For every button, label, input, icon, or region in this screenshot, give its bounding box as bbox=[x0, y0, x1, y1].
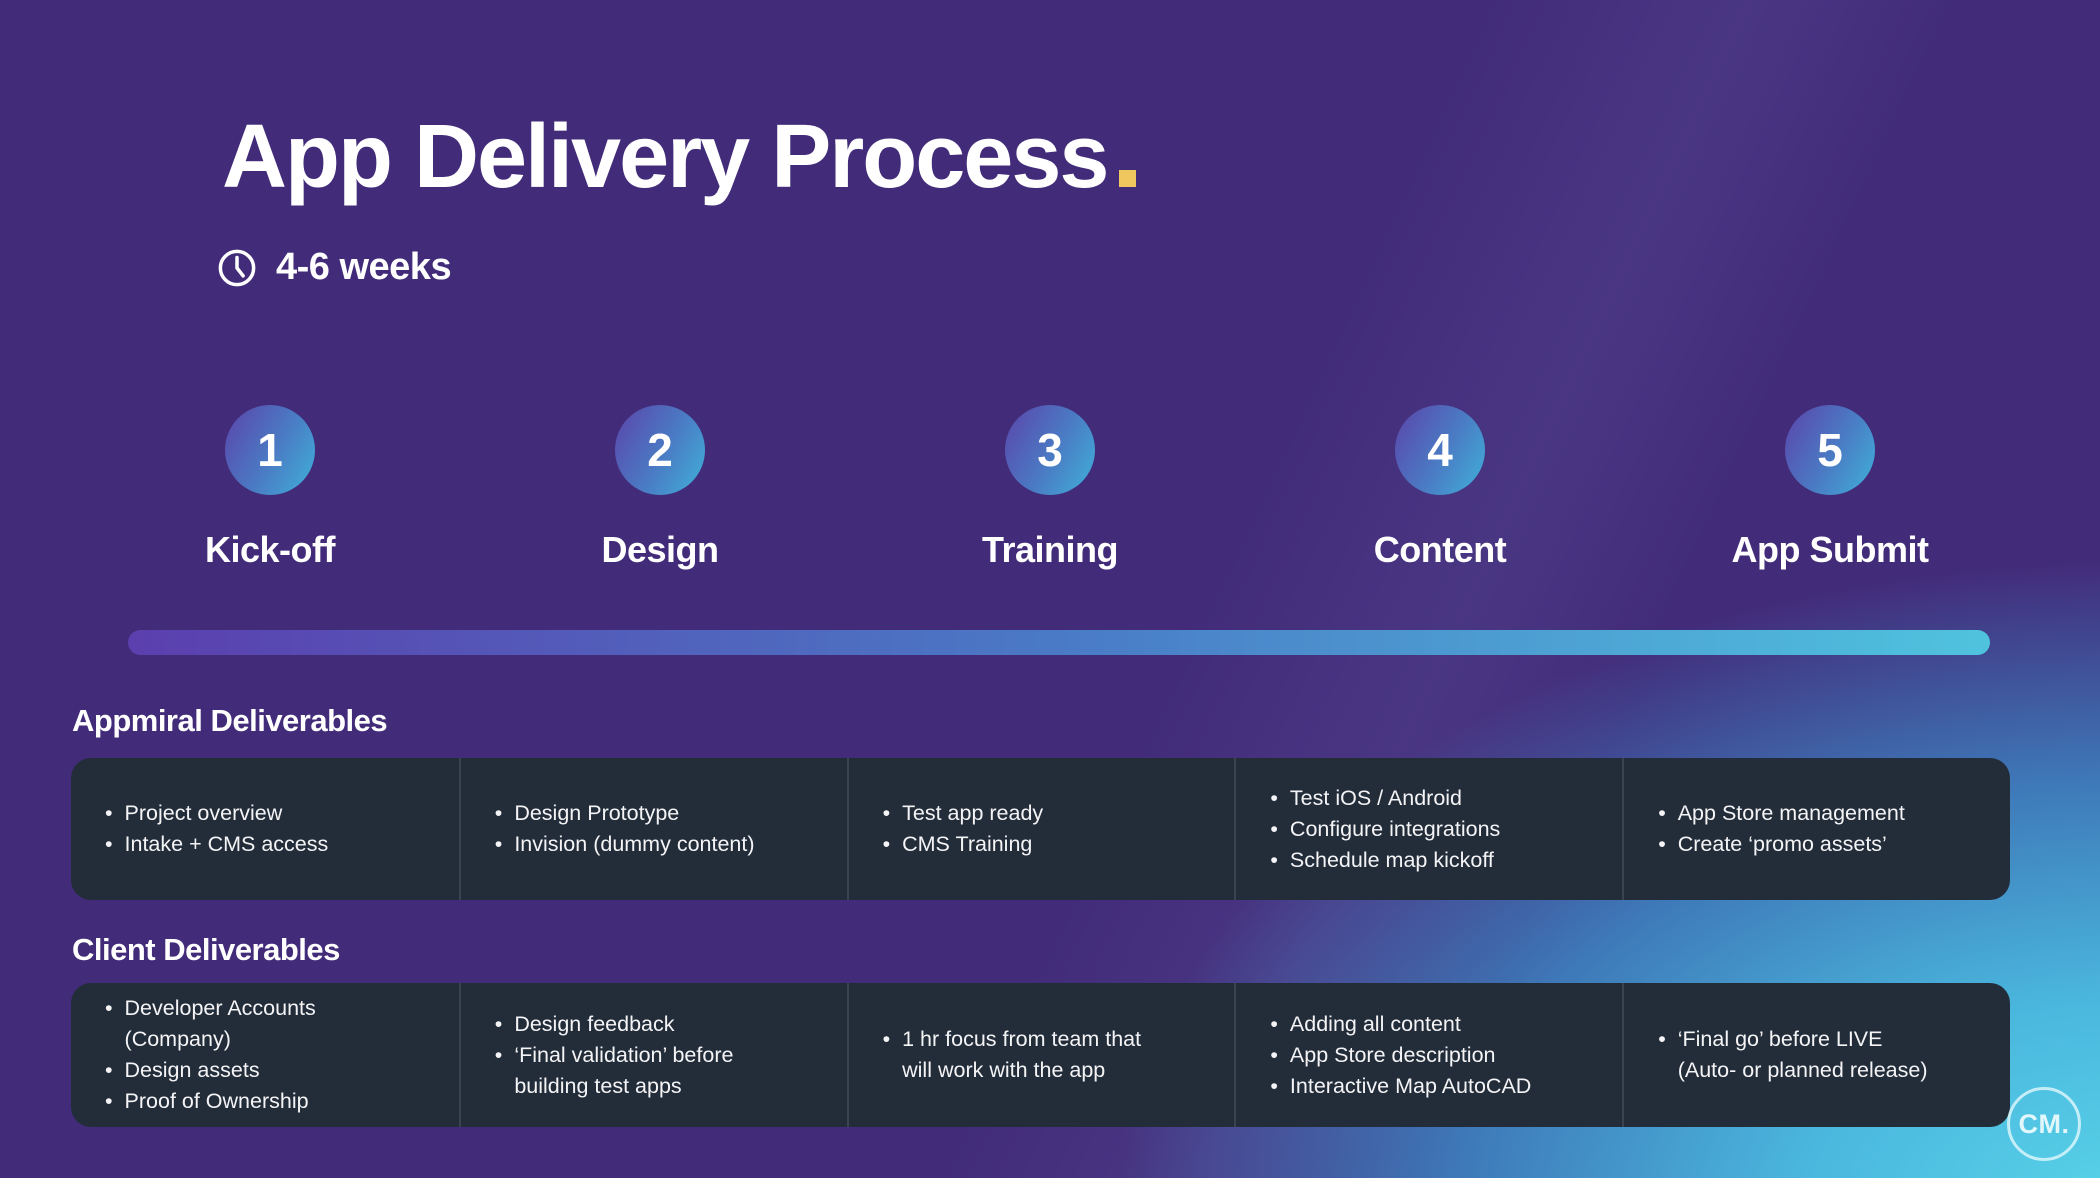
process-steps: 1 Kick-off 2 Design 3 Training 4 Content… bbox=[75, 405, 2025, 571]
bullet-item: CMS Training bbox=[883, 829, 1191, 860]
bullet-text: Invision (dummy content) bbox=[514, 832, 755, 856]
bullet-text: Project overview bbox=[124, 801, 283, 825]
bullet-item: App Store management bbox=[1658, 798, 1966, 829]
bullet-text: Test app ready bbox=[902, 801, 1044, 825]
bullet-item: Design Prototype bbox=[495, 798, 803, 829]
bullet-text: Interactive Map AutoCAD bbox=[1289, 1073, 1532, 1098]
timeline-gradient-bar bbox=[128, 630, 1990, 655]
bullet-text: Developer Accounts (Company) bbox=[124, 996, 316, 1051]
deliverable-card-training: Test app ready CMS Training bbox=[846, 758, 1235, 900]
bullet-text: App Store description bbox=[1289, 1042, 1496, 1067]
bullet-text: Design assets bbox=[124, 1058, 260, 1082]
step-number-circle: 3 bbox=[1005, 405, 1095, 495]
deliverable-card-content: Adding all content App Store description… bbox=[1234, 983, 1622, 1127]
bullet-item: Create ‘promo assets’ bbox=[1658, 829, 1966, 860]
step-number: 2 bbox=[647, 424, 673, 476]
bullet-item: ‘Final go’ before LIVE (Auto- or planned… bbox=[1658, 1024, 1966, 1086]
bullet-text: Test iOS / Android bbox=[1289, 785, 1463, 810]
bullet-item: Design feedback bbox=[495, 1009, 803, 1040]
bullet-text: Design Prototype bbox=[514, 801, 680, 825]
appmiral-deliverables-heading: Appmiral Deliverables bbox=[72, 703, 388, 738]
bullet-text: Adding all content bbox=[1289, 1011, 1461, 1036]
step-label: Kick-off bbox=[205, 529, 336, 570]
step-number: 3 bbox=[1037, 424, 1063, 476]
deliverable-card-app-submit: ‘Final go’ before LIVE (Auto- or planned… bbox=[1622, 983, 2010, 1127]
bullet-item: 1 hr focus from team that will work with… bbox=[883, 1024, 1191, 1086]
bullet-item: Interactive Map AutoCAD bbox=[1270, 1071, 1578, 1102]
bullet-item: Developer Accounts (Company) bbox=[105, 993, 415, 1055]
bullet-text: ‘Final go’ before LIVE (Auto- or planned… bbox=[1677, 1027, 1928, 1082]
deliverable-card-training: 1 hr focus from team that will work with… bbox=[846, 983, 1235, 1127]
client-deliverables-row: Developer Accounts (Company) Design asse… bbox=[71, 983, 2010, 1127]
bullet-text: Proof of Ownership bbox=[124, 1089, 309, 1113]
duration: 4-6 weeks bbox=[216, 246, 452, 289]
bullet-item: Adding all content bbox=[1270, 1009, 1578, 1040]
deliverable-card-kick-off: Developer Accounts (Company) Design asse… bbox=[71, 983, 459, 1127]
cm-logo: CM. bbox=[2007, 1087, 2081, 1161]
step-content: 4 Content bbox=[1245, 405, 1635, 571]
bullet-text: 1 hr focus from team that will work with… bbox=[902, 1027, 1142, 1082]
step-number-circle: 1 bbox=[225, 405, 315, 495]
bullet-item: ‘Final validation’ before building test … bbox=[495, 1040, 803, 1102]
bullet-item: Test iOS / Android bbox=[1270, 783, 1578, 814]
bullet-item: App Store description bbox=[1270, 1040, 1578, 1071]
cm-logo-text: CM. bbox=[2018, 1108, 2070, 1139]
deliverable-card-design: Design Prototype Invision (dummy content… bbox=[458, 758, 847, 900]
appmiral-deliverables-row: Project overview Intake + CMS access Des… bbox=[71, 758, 2010, 900]
step-number: 5 bbox=[1817, 424, 1843, 476]
step-number: 4 bbox=[1427, 424, 1453, 476]
deliverable-card-kick-off: Project overview Intake + CMS access bbox=[71, 758, 459, 900]
step-app-submit: 5 App Submit bbox=[1635, 405, 2025, 571]
step-design: 2 Design bbox=[465, 405, 855, 571]
step-label: Content bbox=[1373, 529, 1507, 570]
step-number: 1 bbox=[257, 424, 283, 476]
bullet-text: Create ‘promo assets’ bbox=[1677, 832, 1887, 856]
duration-label: 4-6 weeks bbox=[276, 246, 452, 288]
bullet-text: Configure integrations bbox=[1289, 816, 1501, 841]
step-number-circle: 5 bbox=[1785, 405, 1875, 495]
deliverable-card-app-submit: App Store management Create ‘promo asset… bbox=[1622, 758, 2010, 900]
bullet-text: Design feedback bbox=[514, 1011, 675, 1036]
step-number-circle: 4 bbox=[1395, 405, 1485, 495]
bullet-text: App Store management bbox=[1677, 801, 1905, 825]
deliverable-card-content: Test iOS / Android Configure integration… bbox=[1234, 758, 1622, 900]
page-title: App Delivery Process bbox=[222, 107, 1137, 207]
step-training: 3 Training bbox=[855, 405, 1245, 571]
bullet-item: Configure integrations bbox=[1270, 814, 1578, 845]
bullet-item: Test app ready bbox=[883, 798, 1191, 829]
bullet-text: Schedule map kickoff bbox=[1289, 847, 1494, 872]
deliverable-card-design: Design feedback ‘Final validation’ befor… bbox=[458, 983, 847, 1127]
bullet-item: Invision (dummy content) bbox=[495, 829, 803, 860]
bullet-item: Project overview bbox=[105, 798, 415, 829]
step-label: Design bbox=[601, 529, 719, 570]
bullet-text: CMS Training bbox=[902, 832, 1033, 856]
bullet-item: Schedule map kickoff bbox=[1270, 845, 1578, 876]
clock-icon bbox=[216, 247, 258, 289]
step-number-circle: 2 bbox=[615, 405, 705, 495]
bullet-item: Design assets bbox=[105, 1055, 415, 1086]
bullet-item: Intake + CMS access bbox=[105, 829, 415, 860]
bullet-text: Intake + CMS access bbox=[124, 832, 329, 856]
client-deliverables-heading: Client Deliverables bbox=[72, 932, 340, 967]
step-label: App Submit bbox=[1731, 529, 1929, 570]
title-accent-dot bbox=[1119, 170, 1137, 187]
bullet-text: ‘Final validation’ before building test … bbox=[514, 1042, 734, 1098]
step-label: Training bbox=[981, 529, 1119, 570]
bullet-item: Proof of Ownership bbox=[105, 1086, 415, 1117]
page-title-text: App Delivery Process bbox=[222, 107, 1109, 207]
step-kick-off: 1 Kick-off bbox=[75, 405, 465, 571]
